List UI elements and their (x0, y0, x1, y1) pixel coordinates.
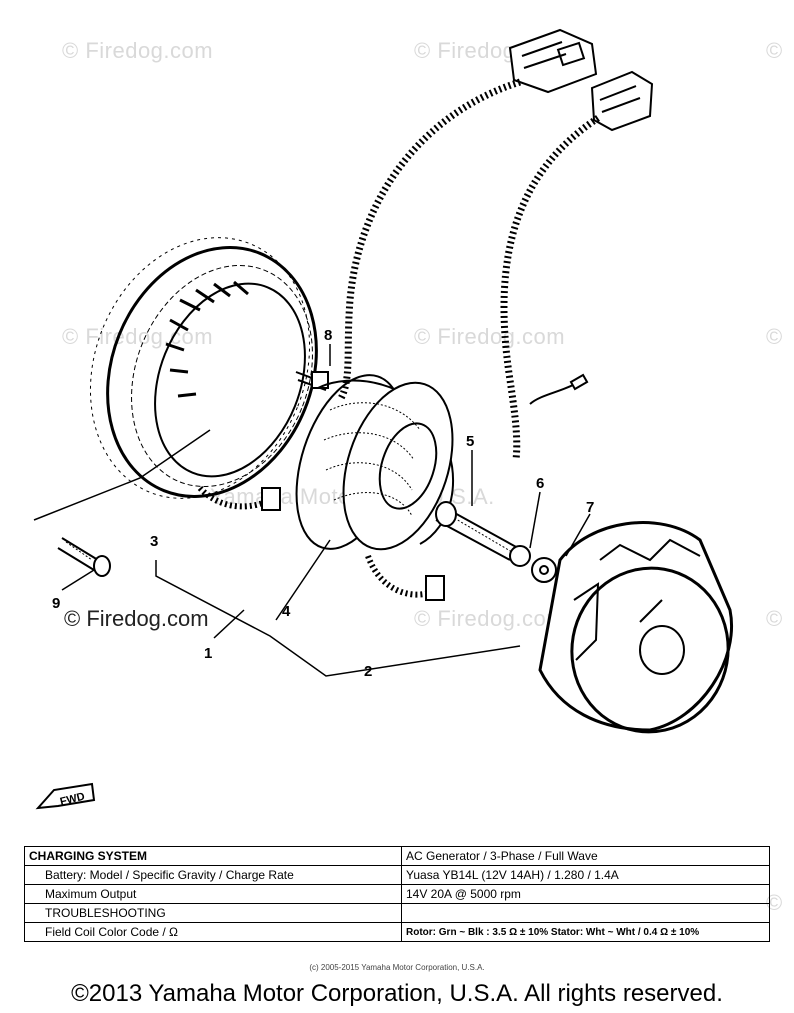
exploded-parts-diagram: 1 2 3 4 5 6 7 8 9 FWD (33, 28, 733, 810)
watermark: © Firedog.com (414, 606, 566, 631)
fwd-arrow-icon (35, 782, 96, 810)
spec-value (401, 903, 770, 923)
spec-label: CHARGING SYSTEM (24, 846, 402, 866)
stator-coil (89, 237, 329, 511)
spec-value: Yuasa YB14L (12V 14AH) / 1.280 / 1.4A (401, 865, 770, 885)
callout-8: 8 (324, 327, 332, 344)
table-row: CHARGING SYSTEM AC Generator / 3-Phase /… (24, 846, 770, 866)
connector-plug-right (590, 70, 654, 132)
watermark: © Firedog.com (414, 324, 566, 349)
callout-2: 2 (364, 663, 372, 680)
spec-value: 14V 20A @ 5000 rpm (401, 884, 770, 904)
callout-6: 6 (536, 475, 544, 492)
watermark: © (766, 606, 783, 631)
callout-9: 9 (52, 595, 60, 612)
watermark: © (766, 890, 783, 915)
callout-4: 4 (282, 603, 291, 620)
firedog-label: © Firedog.com (64, 606, 209, 631)
charging-system-spec-table: CHARGING SYSTEM AC Generator / 3-Phase /… (24, 846, 770, 942)
callout-3: 3 (150, 533, 158, 550)
rotor (538, 521, 733, 734)
rotor-bolt (435, 501, 557, 583)
spec-label: TROUBLESHOOTING (24, 903, 402, 923)
copyright-notice: ©2013 Yamaha Motor Corporation, U.S.A. A… (71, 980, 723, 1007)
fwd-label: FWD (59, 791, 86, 809)
callout-5: 5 (466, 433, 474, 450)
fine-print: (c) 2005-2015 Yamaha Motor Corporation, … (309, 963, 485, 972)
table-row: Field Coil Color Code / Ω Rotor: Grn ~ B… (24, 922, 770, 942)
spec-label: Battery: Model / Specific Gravity / Char… (24, 865, 402, 885)
watermark: © (766, 324, 783, 349)
spec-value: Rotor: Grn ~ Blk : 3.5 Ω ± 10% Stator: W… (401, 922, 770, 942)
stator-screw (57, 537, 111, 577)
callout-1: 1 (204, 645, 212, 662)
callout-7: 7 (586, 499, 594, 516)
spec-value: AC Generator / 3-Phase / Full Wave (401, 846, 770, 866)
connector-plug-left (508, 28, 598, 94)
table-row: Maximum Output 14V 20A @ 5000 rpm (24, 884, 770, 904)
spec-label: Maximum Output (24, 884, 402, 904)
table-row: TROUBLESHOOTING (24, 903, 770, 923)
watermark: © (766, 38, 783, 63)
table-row: Battery: Model / Specific Gravity / Char… (24, 865, 770, 885)
watermark: © Firedog.com (62, 38, 214, 63)
spec-label: Field Coil Color Code / Ω (24, 922, 402, 942)
